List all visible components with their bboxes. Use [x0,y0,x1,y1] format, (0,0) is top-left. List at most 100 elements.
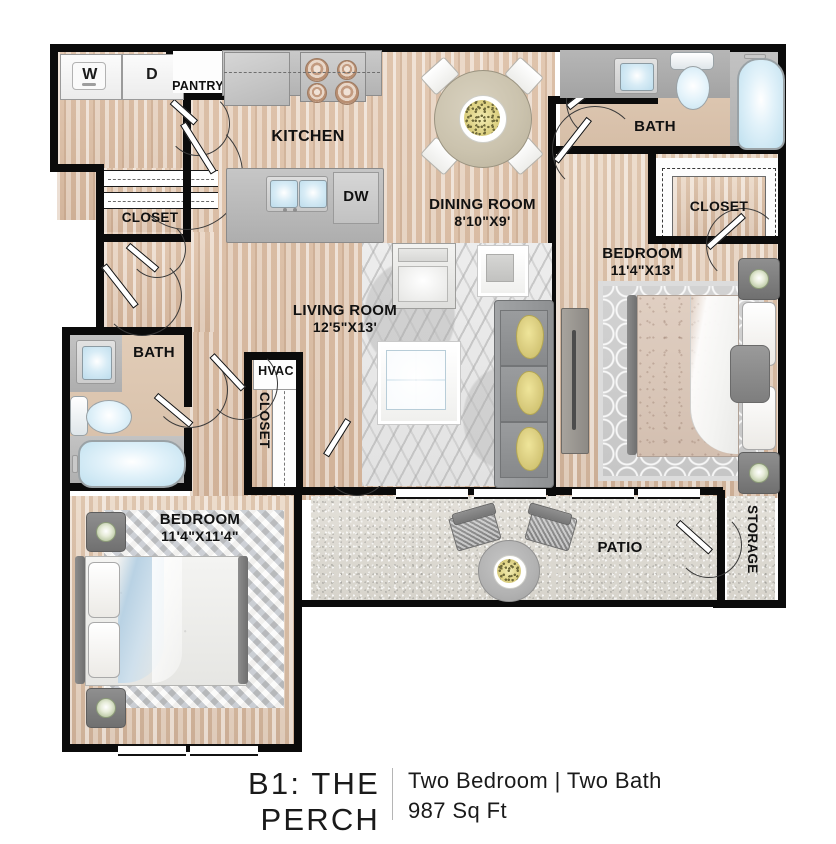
wall-left-lower [62,327,70,752]
plan-name: B1: THE PERCH [248,766,380,837]
wall-masterbath-bottom [556,146,786,154]
dining-food [464,100,500,136]
hvac-label: HVAC [258,364,294,378]
wall-hvac-top [244,352,302,360]
sink-faucet-hole-2 [293,208,297,212]
living-room-label: LIVING ROOM [292,302,398,319]
sofa-pillow-1 [516,315,544,359]
plan-area: 987 Sq Ft [408,798,507,823]
master-closet-label: CLOSET [689,198,749,214]
door-arc-storage [676,512,742,578]
armchair-seat [398,266,448,302]
master-toilet-seat [676,66,710,110]
master-bath-sink [620,63,654,91]
wall-right [778,44,786,608]
title-divider [392,768,393,820]
door-arc-hall [102,256,182,336]
master-bed-bolster [730,345,770,403]
plan-bed-bath: Two Bedroom | Two Bath [408,768,662,793]
window-master-patio-1 [572,487,634,499]
hall-closet-label: CLOSET [257,392,272,449]
second-bath-sink [82,346,112,380]
second-tub-faucet [72,455,78,473]
second-bathtub [78,440,186,488]
master-bathtub [737,58,785,150]
door-arc-bedroom-master [552,106,638,192]
sofa-pillow-3 [516,427,544,471]
second-bed-headboard [75,556,85,684]
pantry-label: PANTRY [172,79,224,93]
second-lamp-bottom [96,698,116,718]
wall-master-patio [548,487,723,495]
title-block: B1: THE PERCH Two Bedroom | Two Bath 987… [0,762,836,840]
second-bedroom-label: BEDROOM [159,511,241,528]
dining-room-label: DINING ROOM [429,196,536,213]
master-bedroom-dims: 11'4"X13' [610,262,675,278]
counter-dash-line [224,72,380,73]
hall-closet-rod [284,386,285,486]
second-lamp-top [96,522,116,542]
wall-living-bottom-left [302,487,324,495]
wall-patio-bottom-2 [713,600,786,608]
dryer-label: D [146,66,158,83]
wall-bedroom2-right [294,490,302,752]
patio-food [497,559,521,583]
window-living-patio-1 [396,487,468,499]
sofa-pillow-2 [516,371,544,415]
second-bed-duvet-edge [152,557,182,683]
burner-front-left [307,83,327,103]
refrigerator [224,52,290,106]
kitchen-label: KITCHEN [271,128,345,145]
master-nightstand-top [738,258,780,300]
coffee-table-top [386,350,446,410]
wall-closet-hall-bottom [244,487,302,495]
second-pillow-right [88,622,120,678]
master-lamp-bottom [749,463,769,483]
sink-bowl-left [270,180,298,208]
pantry-interior [173,51,223,93]
hall-closet-interior [272,380,300,492]
storage-floor [727,496,775,606]
dining-room-dims: 8'10"X9' [454,213,511,229]
window-master-patio-2 [638,487,700,499]
tv-panel [572,330,576,430]
patio-table [478,540,540,602]
second-bath-label: BATH [133,344,175,361]
dishwasher-label: DW [343,188,369,205]
master-bed-headboard [627,295,637,455]
door-arc-bedroom-second [206,348,278,420]
wall-bath2-right-2 [184,428,192,490]
wall-jog-1 [50,164,104,172]
window-bedroom2-bottom-1 [118,744,186,756]
wall-masterbath-closet-left [648,152,656,244]
wall-hvac-right [296,352,303,398]
washer-label: W [82,66,98,83]
master-bedroom-label: BEDROOM [602,245,683,262]
dishwasher-unit [333,172,379,224]
washer-handle [82,83,96,86]
door-arc-closet-master [706,208,780,282]
sink-faucet-hole-1 [283,208,287,212]
wall-left-upper [50,44,58,172]
wall-jog-2 [96,164,104,334]
master-lamp-top [749,269,769,289]
patio-label: PATIO [597,539,643,556]
second-bedroom-dims: 11'4"X11'4" [161,528,239,544]
wall-hvac-left [244,352,252,494]
armchair-back [398,248,448,262]
master-bath-label: BATH [634,118,676,135]
wall-patio-bottom [302,600,717,607]
storage-label: STORAGE [745,505,760,574]
living-room-dims: 12'5"X13' [312,319,378,335]
wall-master-left-upper [548,100,556,152]
burner-back-right [337,60,357,80]
side-table-top [486,254,514,282]
second-bed-footboard [238,556,248,684]
second-toilet-seat [86,400,132,434]
wall-top [50,44,786,52]
wall-hvac-right-2 [296,398,303,494]
burner-front-right [335,81,359,105]
second-pillow-left [88,562,120,618]
entry-closet-label: CLOSET [121,210,179,225]
